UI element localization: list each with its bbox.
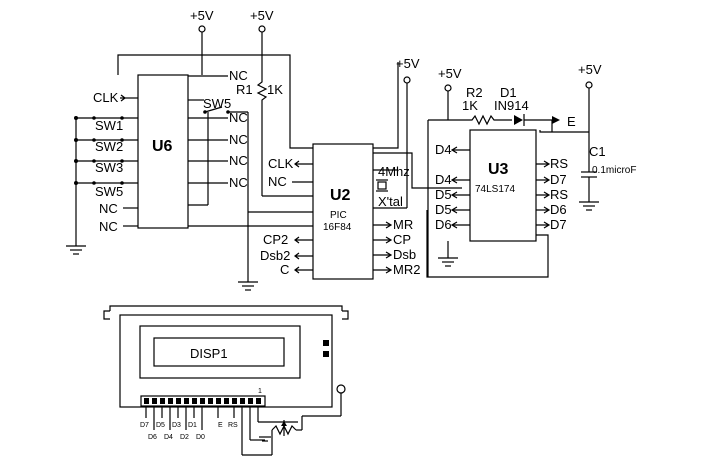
- power-terminal-crystal: +5V: [396, 56, 420, 208]
- u3-part: 74LS174: [475, 184, 515, 195]
- capacitor-c1: C1 0.1microF: [579, 144, 636, 211]
- u6-nc-right: NC: [229, 132, 248, 147]
- u6-sw2-label: SW2: [95, 139, 123, 154]
- u2-name: U2: [330, 187, 351, 204]
- pin-label: D4: [164, 434, 173, 441]
- diode-d1: D1 IN914 E: [428, 85, 576, 132]
- u3-in-label: D6: [435, 217, 452, 232]
- pin-label: D7: [140, 422, 149, 429]
- u2-chip: U2 PIC 16F84: [312, 143, 374, 280]
- pin-label: D1: [188, 422, 197, 429]
- crystal-label: X'tal: [378, 194, 403, 209]
- pin-label: D2: [180, 434, 189, 441]
- c1-value: 0.1microF: [592, 165, 636, 176]
- u6-nc-left: NC: [99, 201, 118, 216]
- u3-in-label: D4: [435, 172, 452, 187]
- lcd-pin-header: [140, 395, 266, 455]
- u3-chip: U3 74LS174: [469, 129, 537, 242]
- d1-part: IN914: [494, 98, 529, 113]
- e-label: E: [567, 114, 576, 129]
- u6-sw5-label: SW5: [95, 184, 123, 199]
- r1-name: R1: [236, 82, 253, 97]
- u6-chip: U6: [137, 74, 189, 229]
- u6-nc-left: NC: [99, 219, 118, 234]
- u6-name: U6: [152, 138, 173, 155]
- u3-out-label: RS: [550, 187, 568, 202]
- power-terminal-r2: +5V: [438, 66, 462, 120]
- crystal-freq: 4Mhz: [378, 164, 410, 179]
- u2-mr-label: MR: [393, 217, 413, 232]
- u2-part-line2: 16F84: [323, 222, 352, 233]
- resistor-r1: R1 1K: [236, 78, 313, 197]
- u2-cp2-label: CP2: [263, 232, 288, 247]
- pin-label: D3: [172, 422, 181, 429]
- display-pin-one: 1: [258, 388, 262, 395]
- power-terminal-c1: +5V: [578, 62, 602, 172]
- u6-nc-right: NC: [229, 68, 248, 83]
- u6-nc-right: NC: [229, 153, 248, 168]
- lcd-module: DISP1 1: [103, 305, 349, 408]
- u6-sw1-label: SW1: [95, 118, 123, 133]
- resistor-r2: R2 1K: [448, 85, 512, 126]
- u2-dsb-label: Dsb: [393, 247, 416, 262]
- u3-name: U3: [488, 161, 509, 178]
- lcd-pin-labels: D7 D5 D3 D1 E D6 D4 D2 D0 RS: [140, 422, 238, 441]
- u6-clk-label: CLK: [93, 90, 119, 105]
- u3-out-label: D7: [550, 172, 567, 187]
- u3-outputs: RS D7 RS D6 D7: [536, 156, 568, 232]
- u3-in-label: D5: [435, 187, 452, 202]
- pin-label: D5: [156, 422, 165, 429]
- crystal-x1: 4Mhz X'tal: [373, 164, 410, 209]
- u3-out-label: D6: [550, 202, 567, 217]
- supply-label: +5V: [250, 8, 274, 23]
- u2-clk-label: CLK: [268, 156, 294, 171]
- u2-c-label: C: [280, 262, 289, 277]
- power-terminal-r1: +5V: [250, 8, 274, 78]
- c1-name: C1: [589, 144, 606, 159]
- contrast-pot: [242, 384, 346, 456]
- sw5-label: SW5: [203, 96, 231, 111]
- supply-label: +5V: [578, 62, 602, 77]
- u3-inputs: D4 D4 D5 D5 D6: [435, 142, 470, 232]
- supply-label: +5V: [438, 66, 462, 81]
- supply-label: +5V: [190, 8, 214, 23]
- d1-name: D1: [500, 85, 517, 100]
- u2-dsb2-label: Dsb2: [260, 248, 290, 263]
- pin-label: D6: [148, 434, 157, 441]
- u3-in-label: D4: [435, 142, 452, 157]
- u2-cp-label: CP: [393, 232, 411, 247]
- pin-label: D0: [196, 434, 205, 441]
- u6-sw3-label: SW3: [95, 160, 123, 175]
- u3-in-label: D5: [435, 202, 452, 217]
- r2-name: R2: [466, 85, 483, 100]
- u2-part-line1: PIC: [330, 210, 347, 221]
- u3-out-label: D7: [550, 217, 567, 232]
- r1-value: 1K: [267, 82, 283, 97]
- rs-label: RS: [228, 422, 238, 429]
- display-name: DISP1: [190, 346, 228, 361]
- supply-label: +5V: [396, 56, 420, 71]
- pin-label: E: [218, 422, 223, 429]
- u3-out-label: RS: [550, 156, 568, 171]
- r2-value: 1K: [462, 98, 478, 113]
- u2-mr2-label: MR2: [393, 262, 420, 277]
- u2-nc-label: NC: [268, 174, 287, 189]
- switch-bank: [66, 116, 138, 255]
- u6-nc-right: NC: [229, 110, 248, 125]
- u6-nc-right: NC: [229, 175, 248, 190]
- power-terminal-u6: +5V: [190, 8, 214, 75]
